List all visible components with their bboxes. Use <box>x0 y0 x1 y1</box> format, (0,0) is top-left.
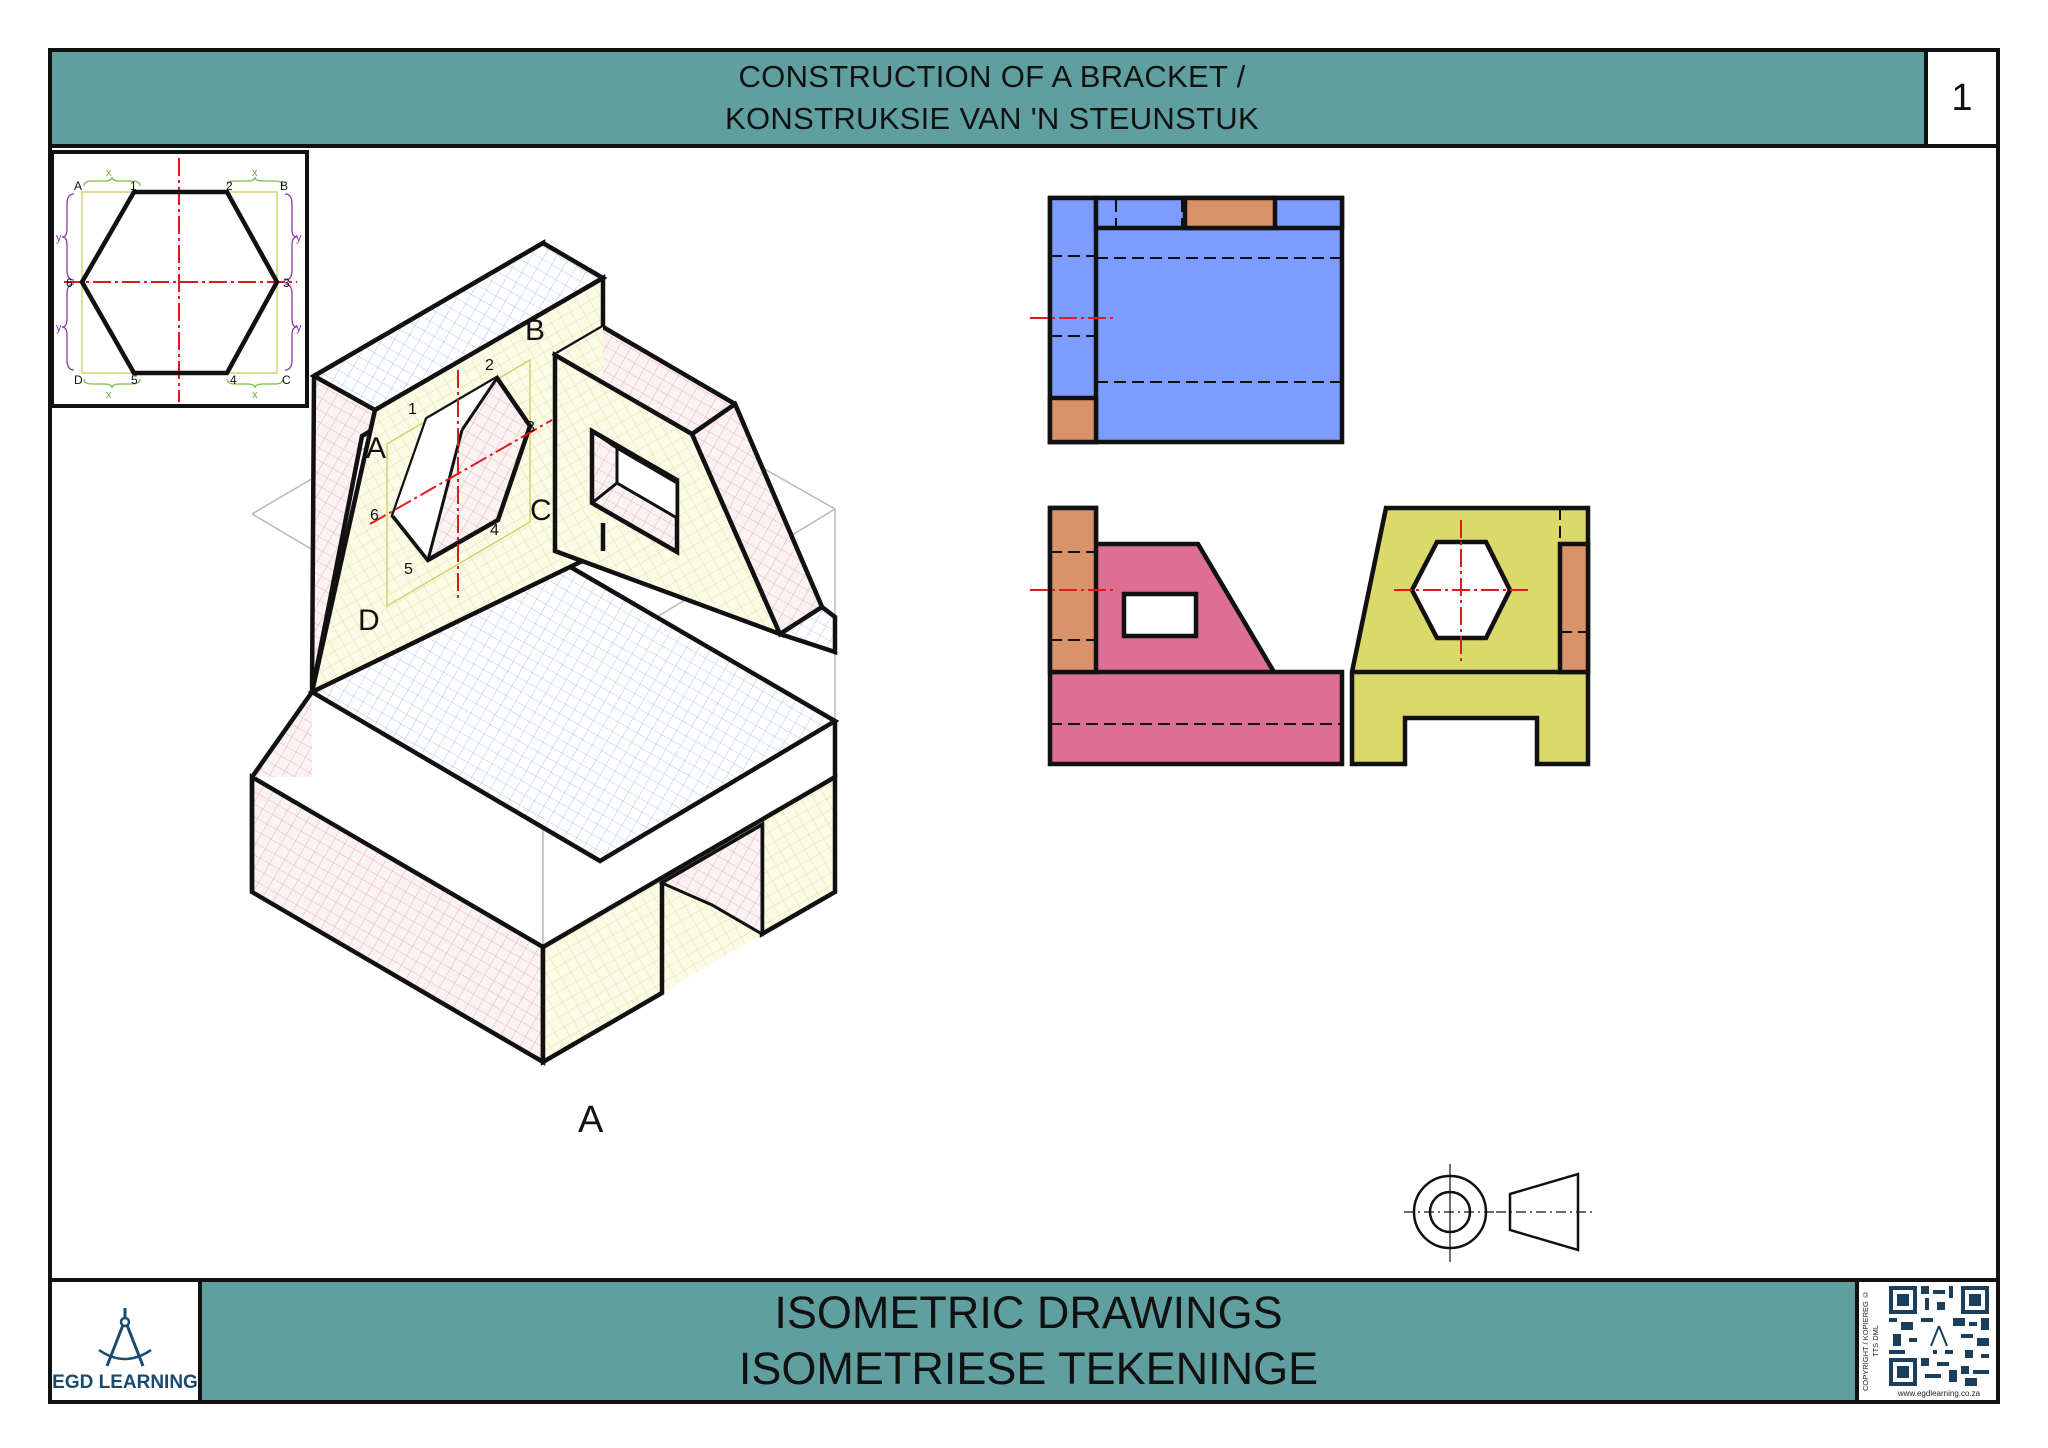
iso-point-4: 4 <box>490 522 499 539</box>
inset-corner-d: D <box>74 373 83 387</box>
inset-point-3: 3 <box>283 276 290 290</box>
footer-title: ISOMETRIC DRAWINGS ISOMETRIESE TEKENINGE <box>202 1282 1859 1400</box>
inset-point-1: 1 <box>130 179 137 193</box>
title-english: CONSTRUCTION OF A BRACKET / <box>738 59 1246 94</box>
inset-point-2: 2 <box>226 179 233 193</box>
inset-corner-a: A <box>74 179 82 193</box>
inset-dim-y: y <box>296 232 302 244</box>
qr-code-icon[interactable] <box>1889 1286 1989 1386</box>
inset-dim-x: x <box>106 389 112 401</box>
first-angle-projection-symbol <box>1404 1164 1592 1262</box>
sheet-number: 1 <box>1924 52 1996 148</box>
footer-band: EGD LEARNING ISOMETRIC DRAWINGS ISOMETRI… <box>52 1278 1996 1400</box>
footer-title-afrikaans: ISOMETRIESE TEKENINGE <box>738 1343 1319 1394</box>
side-view <box>1349 505 1591 767</box>
front-view-rect-hole <box>1121 591 1199 639</box>
view-direction-label: A <box>578 1099 604 1141</box>
top-view-rib <box>1182 195 1278 231</box>
inset-point-5: 5 <box>131 373 138 387</box>
iso-label-b: B <box>525 314 545 347</box>
inset-hexagon <box>79 189 280 376</box>
iso-point-1: 1 <box>408 401 417 418</box>
inset-dim-y: y <box>296 322 302 334</box>
title-band: CONSTRUCTION OF A BRACKET / KONSTRUKSIE … <box>52 52 1932 148</box>
website-url[interactable]: www.egdlearning.co.za <box>1897 1389 1981 1398</box>
compass-logo-icon <box>98 1308 152 1367</box>
top-view <box>1030 195 1345 445</box>
qr-panel: COPYRIGHT / KOPIEREG © TTS DML <box>1859 1282 1996 1400</box>
inset-dim-y: y <box>56 232 62 244</box>
inset-corner-b: B <box>280 179 288 193</box>
copyright-text: COPYRIGHT / KOPIEREG © TTS DML <box>1861 1290 1880 1392</box>
iso-point-6: 6 <box>370 507 379 524</box>
iso-point-2: 2 <box>485 357 494 374</box>
top-view-rib <box>1047 395 1099 445</box>
drawing-sheet: CONSTRUCTION OF A BRACKET / KONSTRUKSIE … <box>48 48 2000 1404</box>
iso-point-5: 5 <box>404 561 413 578</box>
front-view <box>1030 505 1345 767</box>
iso-label-c: C <box>530 494 552 527</box>
iso-point-3: 3 <box>526 419 535 436</box>
inset-dim-y: y <box>56 322 62 334</box>
inset-dim-x: x <box>252 167 258 179</box>
inset-dim-x: x <box>106 167 112 179</box>
drawing-area: A B C D 1 2 3 4 5 6 x x x x y y y y <box>52 150 1592 1262</box>
hexagon-hole <box>369 358 553 608</box>
iso-label-a: A <box>366 432 386 465</box>
title-afrikaans: KONSTRUKSIE VAN 'N STEUNSTUK <box>725 101 1259 136</box>
inset-dim-x: x <box>252 389 258 401</box>
side-view-rib <box>1557 541 1591 675</box>
inset-point-4: 4 <box>230 373 237 387</box>
slot-inner <box>658 822 764 937</box>
base-left-face <box>249 773 546 1066</box>
iso-label-d: D <box>358 604 380 637</box>
inset-point-6: 6 <box>66 276 73 290</box>
logo: EGD LEARNING <box>52 1282 202 1400</box>
inset-corner-c: C <box>282 373 291 387</box>
isometric-bracket: A B C D A 1 2 3 4 5 6 <box>249 239 840 1141</box>
hexagon-construction-inset: A B C D 1 2 3 4 5 6 x x x x y y y y <box>52 150 309 408</box>
logo-text: EGD LEARNING <box>52 1372 198 1393</box>
footer-title-english: ISOMETRIC DRAWINGS <box>774 1287 1283 1338</box>
